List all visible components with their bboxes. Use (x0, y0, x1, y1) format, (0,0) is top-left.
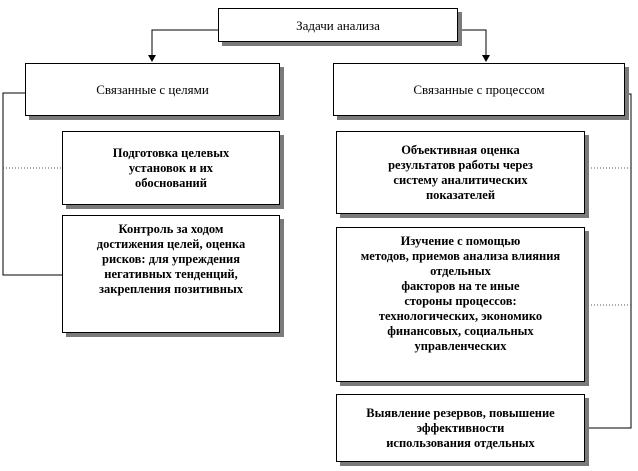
left-header-box: Связанные с целями (25, 63, 280, 116)
left-item-1: Подготовка целевых установок и их обосно… (62, 131, 280, 205)
left-item-2: Контроль за ходом достижения целей, оцен… (62, 215, 280, 333)
arrow-right-header (482, 55, 490, 62)
connector-right-bracket (585, 93, 632, 429)
right-item-2: Изучение с помощью методов, приемов анал… (336, 227, 585, 382)
connector-left-bracket (2, 92, 62, 276)
arrow-left-header (148, 55, 156, 62)
right-header-box: Связанные с процессом (333, 63, 625, 116)
right-item-3: Выявление резервов, повышение эффективно… (336, 394, 585, 462)
right-item-1: Объективная оценка результатов работы че… (336, 131, 585, 214)
root-task-box: Задачи анализа (218, 8, 458, 42)
connector-root-left (151, 29, 218, 56)
connector-root-right (458, 29, 487, 56)
